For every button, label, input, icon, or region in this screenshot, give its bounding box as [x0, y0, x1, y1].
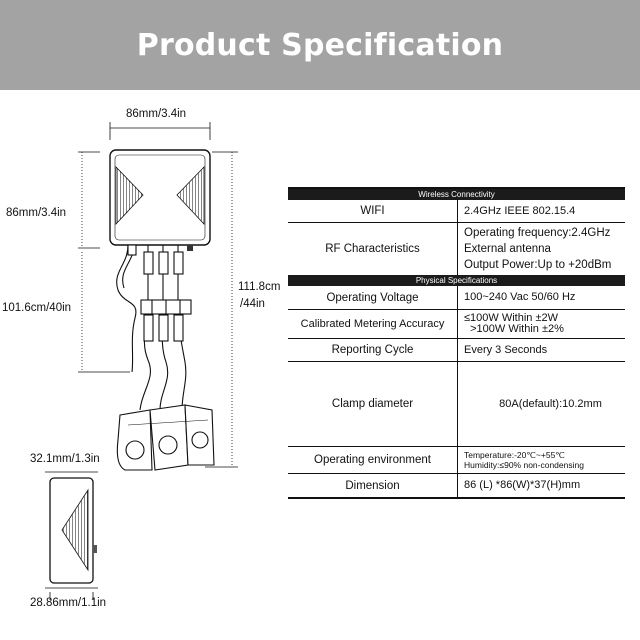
spec-label: WIFI [288, 200, 458, 222]
device-height-label: 86mm/3.4in [6, 207, 67, 219]
spec-value: Operating frequency:2.4GHz [464, 227, 611, 239]
spec-row-clamp: Clamp diameter 80A(default):10.2mm [288, 361, 625, 446]
meter-body [109, 149, 211, 251]
spec-label: Operating environment [288, 447, 458, 473]
spec-label: Reporting Cycle [288, 339, 458, 361]
meter-side-view [49, 477, 97, 584]
spec-row-environment: Operating environment Temperature:-20℃~+… [288, 446, 625, 473]
spec-label: Operating Voltage [288, 286, 458, 309]
spec-value: 2.4GHz IEEE 802.15.4 [464, 204, 576, 217]
spec-row-dimension: Dimension 86 (L) *86(W)*37(H)mm [288, 473, 625, 497]
side-depth-label: 28.86mm/1.1in [30, 597, 107, 609]
spec-label: Clamp diameter [288, 362, 458, 446]
spec-row-rf: RF Characteristics Operating frequency:2… [288, 222, 625, 275]
product-drawing [45, 122, 238, 600]
top-width-label: 86mm/3.4in [126, 108, 187, 120]
spec-value: Temperature:-20℃~+55℃ [464, 450, 565, 460]
title-banner: Product Specification [0, 0, 640, 90]
spec-label: Calibrated Metering Accuracy [288, 310, 458, 338]
spec-label: RF Characteristics [288, 223, 458, 275]
spec-row-wifi: WIFI 2.4GHz IEEE 802.15.4 [288, 200, 625, 222]
spec-value: External antenna [464, 243, 551, 255]
current-clamps [116, 404, 215, 471]
spec-row-accuracy: Calibrated Metering Accuracy ≤100W Withi… [288, 309, 625, 338]
spec-value: 100~240 Vac 50/60 Hz [464, 291, 576, 303]
spec-row-reporting: Reporting Cycle Every 3 Seconds [288, 338, 625, 361]
cable-length-label: 101.6cm/40in [2, 302, 72, 314]
spec-value: >100W Within ±2% [464, 323, 564, 335]
spec-value: Output Power:Up to +20dBm [464, 259, 612, 271]
section-header-wireless: Wireless Connectivity [288, 189, 625, 200]
spec-table: Wireless Connectivity WIFI 2.4GHz IEEE 8… [288, 187, 625, 499]
spec-value: Every 3 Seconds [464, 343, 548, 356]
spec-value: 80A(default):10.2mm [499, 397, 602, 410]
spec-value: Humidity:≤90% non-condensing [464, 460, 584, 470]
page-title: Product Specification [136, 27, 504, 63]
section-header-physical: Physical Specifications [288, 275, 625, 286]
spec-label: Dimension [288, 474, 458, 497]
spec-row-voltage: Operating Voltage 100~240 Vac 50/60 Hz [288, 286, 625, 309]
total-length-label-a: 111.8cm [238, 281, 281, 293]
side-height-label: 32.1mm/1.3in [30, 453, 100, 465]
spec-value: 86 (L) *86(W)*37(H)mm [464, 479, 581, 491]
total-length-label-b: /44in [240, 298, 265, 310]
spec-value: ≤100W Within ±2W [464, 312, 558, 324]
